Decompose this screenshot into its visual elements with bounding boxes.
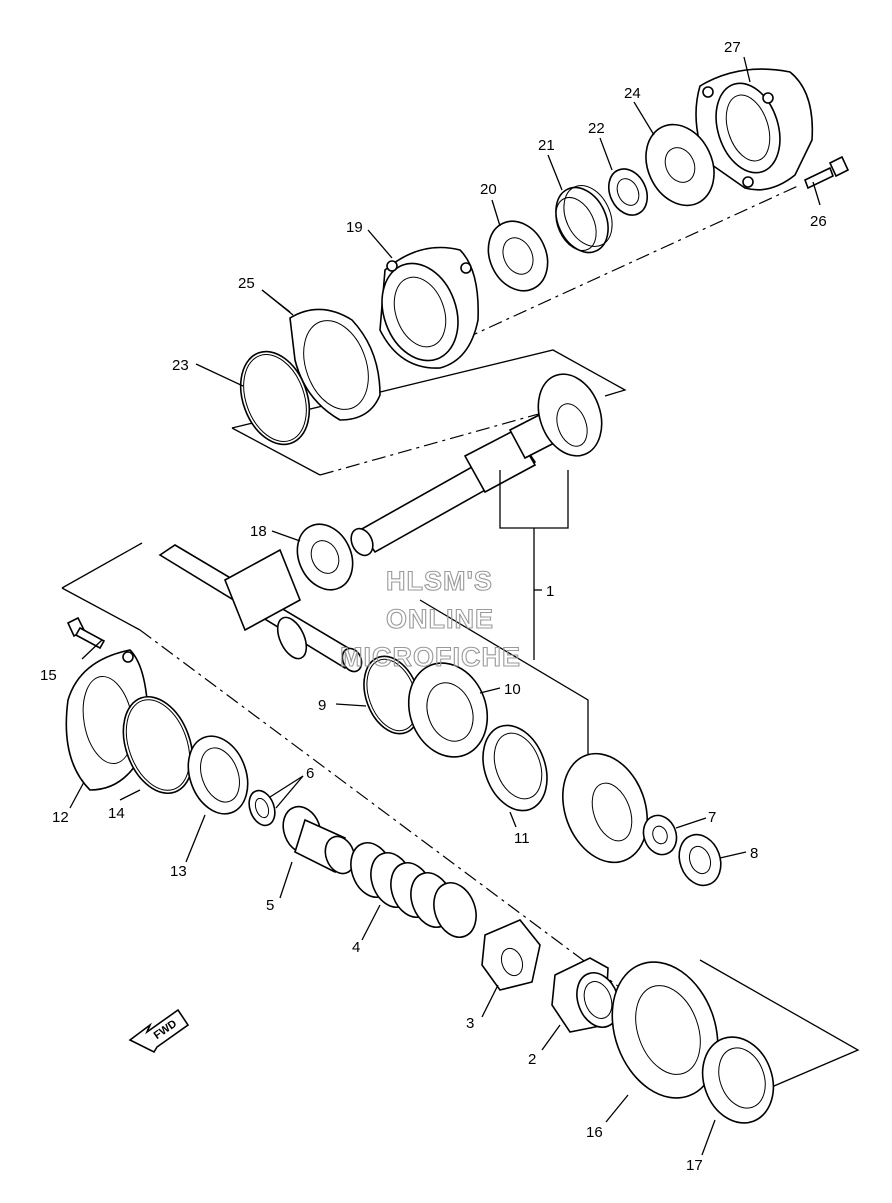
callout-3: 3 bbox=[466, 1015, 474, 1032]
callout-6: 6 bbox=[306, 765, 314, 782]
part-5-collar bbox=[282, 805, 356, 875]
callout-14: 14 bbox=[108, 805, 125, 822]
callout-labels: 27 26 24 22 21 20 19 25 23 18 1 15 9 10 … bbox=[40, 39, 827, 1174]
part-8-nut bbox=[678, 833, 722, 887]
part-3-dog-clutch bbox=[481, 919, 541, 991]
callout-17: 17 bbox=[686, 1157, 703, 1174]
watermark-line-1: HLSM'S bbox=[386, 566, 493, 596]
part-11-ring bbox=[482, 724, 548, 812]
upper-assembly-frame bbox=[231, 184, 801, 476]
callout-1: 1 bbox=[546, 583, 554, 600]
part-6-circlips bbox=[248, 789, 276, 827]
watermark: HLSM'S ONLINE MICROFICHE bbox=[339, 565, 521, 672]
ring-gear bbox=[562, 752, 648, 864]
callout-12: 12 bbox=[52, 809, 69, 826]
fwd-arrow: FWD bbox=[128, 1008, 190, 1054]
callout-15: 15 bbox=[40, 667, 57, 684]
part-26-bolt bbox=[803, 155, 850, 190]
callout-24: 24 bbox=[624, 85, 641, 102]
part-25-gasket bbox=[289, 308, 381, 421]
lower-assembly-frame bbox=[61, 542, 860, 1093]
part-24-plate bbox=[645, 123, 715, 207]
callout-13: 13 bbox=[170, 863, 187, 880]
callout-16: 16 bbox=[586, 1124, 603, 1141]
callout-4: 4 bbox=[352, 939, 360, 956]
part-15-bolt bbox=[66, 616, 106, 650]
watermark-line-3: MICROFICHE bbox=[340, 642, 521, 672]
callout-8: 8 bbox=[750, 845, 758, 862]
callout-20: 20 bbox=[480, 181, 497, 198]
part-1-gear-shaft-set bbox=[350, 373, 603, 660]
callout-18: 18 bbox=[250, 523, 267, 540]
part-4-spring bbox=[350, 842, 477, 938]
callout-21: 21 bbox=[538, 137, 555, 154]
callout-19: 19 bbox=[346, 219, 363, 236]
callout-7: 7 bbox=[708, 809, 716, 826]
lower-shaft bbox=[158, 544, 363, 673]
part-19-bearing-housing bbox=[379, 246, 479, 369]
part-10-bearing bbox=[407, 662, 489, 758]
part-14-o-ring bbox=[122, 695, 194, 795]
callout-9: 9 bbox=[318, 697, 326, 714]
callout-23: 23 bbox=[172, 357, 189, 374]
leader-lines bbox=[69, 56, 821, 1156]
callout-5: 5 bbox=[266, 897, 274, 914]
callout-25: 25 bbox=[238, 275, 255, 292]
part-17-bearing-ring bbox=[701, 1036, 775, 1124]
part-23-o-ring bbox=[239, 350, 311, 446]
part-21-threaded-ring bbox=[555, 185, 613, 254]
part-16-large-gear bbox=[611, 961, 719, 1099]
part-22-nut bbox=[607, 168, 649, 216]
part-13-oil-seal bbox=[187, 735, 249, 815]
part-7-lock-washer bbox=[642, 814, 678, 856]
callout-27: 27 bbox=[724, 39, 741, 56]
callout-22: 22 bbox=[588, 120, 605, 137]
callout-10: 10 bbox=[504, 681, 521, 698]
part-27-housing bbox=[695, 68, 814, 191]
part-18-bearing bbox=[296, 523, 354, 591]
callout-2: 2 bbox=[528, 1051, 536, 1068]
watermark-line-2: ONLINE bbox=[386, 604, 494, 634]
callout-26: 26 bbox=[810, 213, 827, 230]
part-2-gear-hub bbox=[551, 957, 620, 1033]
callout-11: 11 bbox=[514, 830, 530, 847]
part-20-bearing bbox=[487, 220, 549, 292]
